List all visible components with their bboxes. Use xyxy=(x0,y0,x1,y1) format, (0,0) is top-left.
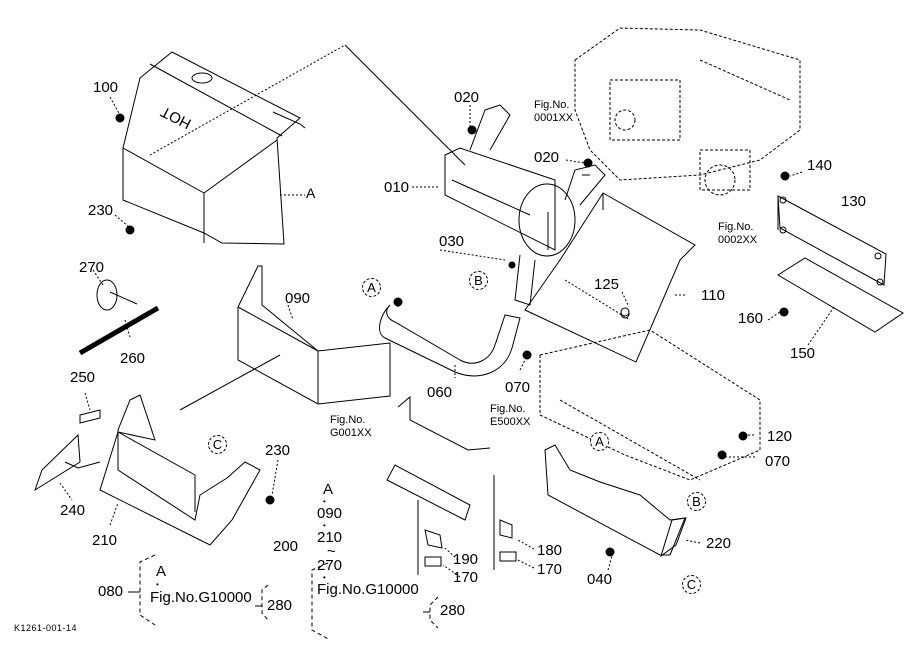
heat-cover-part: HOT xyxy=(122,44,466,245)
part-label-230: 230 xyxy=(88,202,114,219)
reference-mark-c: C xyxy=(682,575,701,594)
figure-ref-line2: E500XX xyxy=(490,416,531,428)
figure-ref-line2: 0001XX xyxy=(534,112,574,124)
side-cover-220-part xyxy=(544,444,687,558)
separator-dot: • xyxy=(323,497,326,506)
assembly-200-item: 210 xyxy=(317,529,343,546)
figure-ref-line2: G001XX xyxy=(330,427,372,439)
assembly-080-figure[interactable]: Fig.No.G10000 xyxy=(150,589,252,606)
part-label-030: 030 xyxy=(439,233,465,250)
part-label-020: 020 xyxy=(454,89,480,106)
part-label-120: 120 xyxy=(767,428,793,445)
figure-ref-line1: Fig.No. xyxy=(330,414,366,426)
part-label-270: 270 xyxy=(79,259,105,276)
assembly-080-sub-label: 280 xyxy=(267,597,293,614)
reference-mark-b: B xyxy=(687,492,706,511)
reference-mark-a-plain: A xyxy=(306,185,316,201)
reference-mark-a: A xyxy=(362,278,381,297)
figure-ref-0002xx[interactable]: Fig.No. 0002XX xyxy=(718,221,757,247)
part-label-180: 180 xyxy=(537,542,563,559)
bracket-130-part xyxy=(777,195,887,286)
tube-part xyxy=(78,305,160,356)
separator-dot: • xyxy=(323,573,326,582)
assembly-200-label: 200 xyxy=(273,538,299,555)
part-label-060: 060 xyxy=(427,384,453,401)
part-label-160: 160 xyxy=(738,310,764,327)
reference-mark-a: A xyxy=(590,432,609,451)
figure-ref-e500xx[interactable]: Fig.No. E500XX xyxy=(490,403,530,429)
assembly-connectors xyxy=(128,174,590,613)
part-label-110: 110 xyxy=(701,287,725,304)
part-label-140: 140 xyxy=(807,157,833,174)
range-tilde: ~ xyxy=(327,543,336,560)
figure-ref-0001xx[interactable]: Fig.No. 0001XX xyxy=(534,99,573,125)
assembly-200-figure[interactable]: Fig.No.G10000 xyxy=(317,581,419,598)
figure-ref-g001xx[interactable]: Fig.No. G001XX xyxy=(330,414,372,440)
part-label-240: 240 xyxy=(60,502,86,519)
separator-dot: • xyxy=(156,580,159,589)
part-label-010: 010 xyxy=(384,179,410,196)
hot-marking: HOT xyxy=(158,103,194,133)
assembly-200-group: A • 090 • 210 ~ 270 • Fig.No.G10000 xyxy=(317,482,419,598)
part-label-090: 090 xyxy=(285,290,311,307)
drawing-code: K1261-001-14 xyxy=(14,623,78,633)
figure-ref-line1: Fig.No. xyxy=(718,221,754,233)
part-label-250: 250 xyxy=(70,369,96,386)
leader-lines xyxy=(59,96,835,578)
reference-mark-c: C xyxy=(208,435,227,454)
engine-reference xyxy=(574,27,801,196)
plate-150-part xyxy=(777,257,904,333)
part-label-170: 170 xyxy=(453,569,479,586)
cable-tie-part xyxy=(96,279,138,311)
frame-reference xyxy=(539,329,761,481)
assembly-200-item: 090 xyxy=(317,505,343,522)
part-label-230: 230 xyxy=(265,442,291,459)
fasteners xyxy=(115,113,790,557)
lower-plates xyxy=(386,395,517,575)
figure-ref-line1: Fig.No. xyxy=(534,99,570,111)
part-label-170: 170 xyxy=(537,561,563,578)
part-label-070: 070 xyxy=(505,379,531,396)
separator-dot: • xyxy=(323,521,326,530)
part-label-220: 220 xyxy=(706,535,732,552)
part-label-070: 070 xyxy=(765,453,791,470)
part-label-130: 130 xyxy=(841,193,867,210)
assembly-080-label: 080 xyxy=(98,583,124,600)
part-label-190: 190 xyxy=(453,551,479,568)
assembly-080-item: A xyxy=(156,563,167,580)
part-label-210: 210 xyxy=(92,532,118,549)
assembly-200-item: A xyxy=(323,481,334,498)
part-label-260: 260 xyxy=(120,350,146,367)
assembly-200-item: 270 xyxy=(317,557,343,574)
part-label-125: 125 xyxy=(594,276,620,293)
tailpipe-part xyxy=(379,300,521,377)
part-label-150: 150 xyxy=(790,345,816,362)
assembly-200-sub-label: 280 xyxy=(440,602,466,619)
cover-090-part xyxy=(179,265,391,411)
part-label-020: 020 xyxy=(534,149,560,166)
reference-mark-b: B xyxy=(469,271,488,290)
assembly-brackets xyxy=(139,554,439,641)
lower-cover-assembly xyxy=(34,394,261,546)
assembly-080-group: A • Fig.No.G10000 xyxy=(150,563,252,607)
figure-ref-line2: 0002XX xyxy=(718,234,758,246)
part-label-040: 040 xyxy=(587,571,613,588)
figure-ref-line1: Fig.No. xyxy=(490,403,526,415)
part-label-100: 100 xyxy=(93,79,119,96)
muffler-part xyxy=(444,104,606,306)
